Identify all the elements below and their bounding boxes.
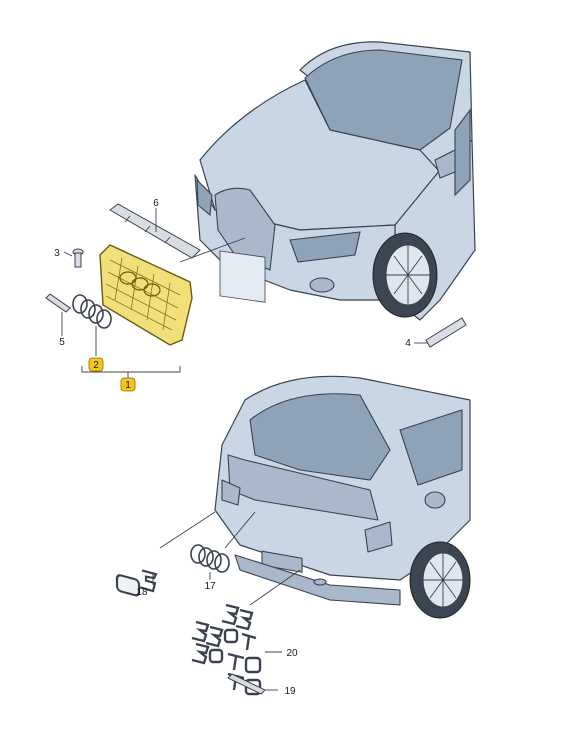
callout-1: 1: [125, 380, 131, 391]
part-5-badge: [45, 293, 71, 313]
front-leader-lines: [61, 208, 428, 378]
callout-2: 2: [93, 360, 99, 371]
part-2-rings-emblem: [72, 294, 112, 329]
part-3-screw: [72, 248, 84, 268]
callout-18: 18: [136, 587, 148, 598]
part-18-model-badge: [115, 569, 158, 597]
rear-leader-lines: [152, 511, 301, 691]
rear-car-illustration: [214, 375, 471, 619]
callout-6: 6: [153, 198, 159, 209]
part-20-engine-badges: [191, 603, 262, 696]
callout-1-highlight: [120, 377, 136, 392]
part-17-rear-rings-emblem: [190, 544, 230, 573]
callout-labels: 6 3 5 4 2 1 18 17 20 19: [54, 198, 411, 697]
callout-3: 3: [54, 248, 60, 259]
callout-5: 5: [59, 337, 65, 348]
part-6-trim-strip: [109, 203, 201, 259]
callout-20: 20: [286, 648, 298, 659]
callout-4: 4: [405, 338, 411, 349]
callout-2-highlight: [88, 357, 104, 372]
grille-pointer-line: [179, 237, 246, 263]
car-grille-area: [219, 250, 266, 303]
part-4-side-badge: [425, 317, 467, 348]
callout-17: 17: [204, 581, 216, 592]
part-19-strip: [227, 673, 266, 695]
part-1-radiator-grille: [99, 244, 193, 346]
callout-19: 19: [284, 686, 296, 697]
